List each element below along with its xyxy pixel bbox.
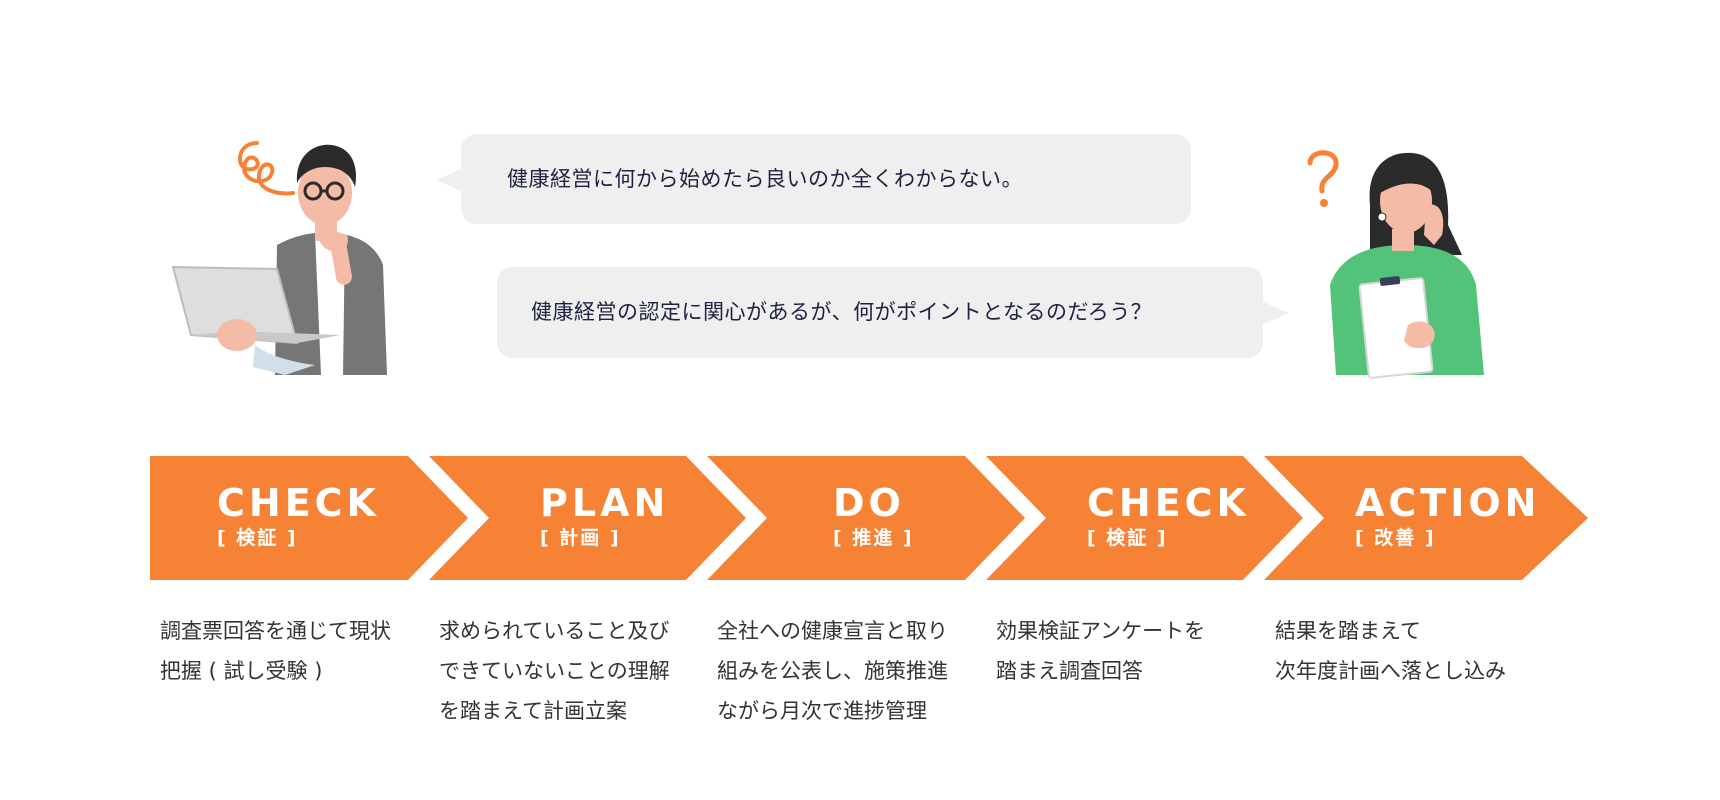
step-1-title: CHECK xyxy=(217,481,380,525)
step-5-description: 結果を踏まえて 次年度計画へ落とし込み xyxy=(1275,611,1545,691)
speech-bubble-woman: 健康経営の認定に関心があるが、何がポイントとなるのだろう？ xyxy=(497,267,1289,358)
step-1-desc-line: 把握 ( 試し受験 ) xyxy=(160,659,323,683)
step-5-title: ACTION xyxy=(1355,481,1541,525)
step-2-title: PLAN xyxy=(540,481,670,525)
speech-text-man: 健康経営に何から始めたら良いのか全くわからない。 xyxy=(507,166,1023,191)
step-4-description: 効果検証アンケートを 踏まえ調査回答 xyxy=(996,611,1266,691)
thinking-man-illustration xyxy=(171,141,387,375)
step-3-desc-line: ながら月次で進捗管理 xyxy=(717,699,927,723)
speech-bubble-man: 健康経営に何から始めたら良いのか全くわからない。 xyxy=(437,134,1191,224)
step-4-desc-line: 踏まえ調査回答 xyxy=(996,659,1143,683)
step-5-desc-line: 結果を踏まえて xyxy=(1275,619,1421,643)
step-2-desc-line: を踏まえて計画立案 xyxy=(439,699,627,723)
step-1-description: 調査票回答を通じて現状 把握 ( 試し受験 ) xyxy=(160,611,430,691)
speech-text-woman: 健康経営の認定に関心があるが、何がポイントとなるのだろう？ xyxy=(531,300,1153,324)
step-2-chevron xyxy=(429,456,746,580)
step-3-title: DO xyxy=(833,481,905,525)
step-1-chevron xyxy=(150,456,468,580)
step-3-chevron xyxy=(707,456,1025,580)
step-3-desc-line: 組みを公表し、施策推進 xyxy=(717,659,948,683)
step-5-sub: [ 改善 ] xyxy=(1355,527,1436,549)
step-2-description: 求められていること及び できていないことの理解 を踏まえて計画立案 xyxy=(439,611,709,731)
step-5-desc-line: 次年度計画へ落とし込み xyxy=(1275,659,1506,683)
step-4-chevron xyxy=(986,456,1303,580)
step-4-desc-line: 効果検証アンケートを xyxy=(996,619,1206,643)
step-2-desc-line: できていないことの理解 xyxy=(439,659,670,683)
step-3-description: 全社への健康宣言と取り 組みを公表し、施策推進 ながら月次で進捗管理 xyxy=(717,611,987,731)
step-1-desc-line: 調査票回答を通じて現状 xyxy=(160,619,391,643)
step-2-sub: [ 計画 ] xyxy=(540,527,621,549)
confused-woman-illustration xyxy=(1307,150,1484,379)
question-mark-icon xyxy=(1307,150,1339,194)
confusion-squiggle-icon xyxy=(238,141,295,196)
step-3-desc-line: 全社への健康宣言と取り xyxy=(717,619,948,643)
step-1-sub: [ 検証 ] xyxy=(217,527,298,549)
step-5-chevron xyxy=(1264,456,1588,580)
step-2-desc-line: 求められていること及び xyxy=(439,619,670,643)
step-3-sub: [ 推進 ] xyxy=(833,527,914,549)
step-4-title: CHECK xyxy=(1087,481,1250,525)
step-4-sub: [ 検証 ] xyxy=(1087,527,1168,549)
